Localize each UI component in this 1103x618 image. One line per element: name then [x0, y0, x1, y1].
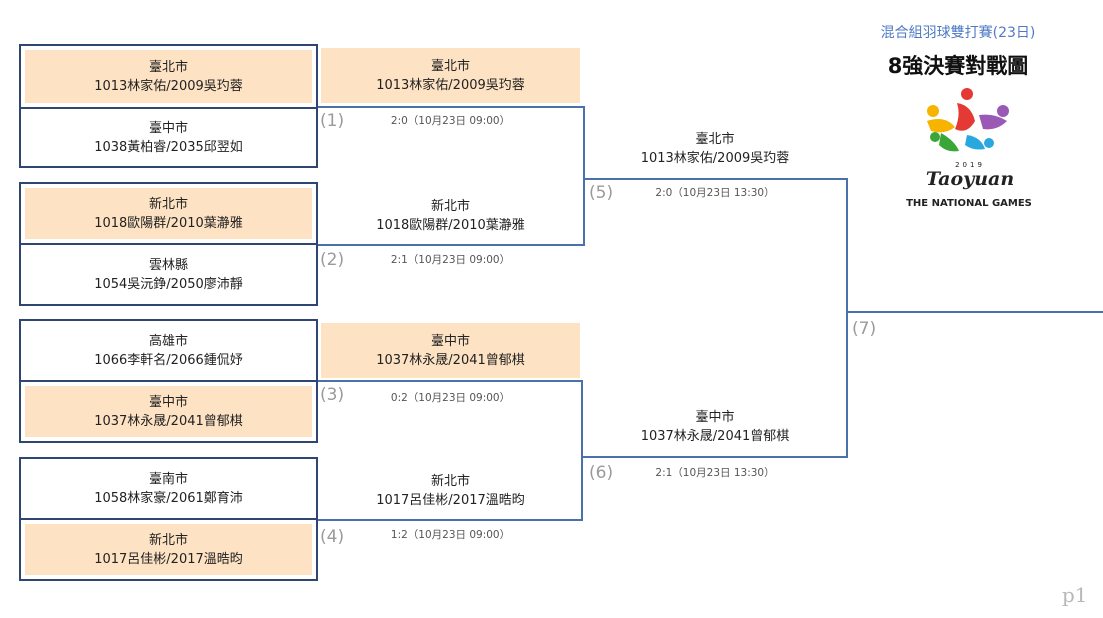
match-number: (5): [589, 183, 614, 203]
page-number: p1: [1062, 583, 1088, 607]
bracket-line: [318, 519, 582, 521]
bracket-line: [318, 244, 584, 246]
team-box-3: 新北市 1018歐陽群/2010葉瀞雅: [19, 182, 318, 245]
team-box-8: 新北市 1017呂佳彬/2017溫晧昀: [19, 518, 318, 581]
team-city: 新北市: [430, 474, 470, 489]
team-city: 臺中市: [148, 120, 188, 136]
team-city: 臺北市: [695, 132, 735, 147]
bracket-line: [581, 380, 583, 521]
event-subtitle: 混合組羽球雙打賽(23日): [880, 25, 1036, 41]
match-score: 1:2（10月23日 09:00）: [390, 529, 511, 541]
team-players: 1037林永晟/2041曾郁棋: [640, 429, 790, 444]
match-score: 2:0（10月23日 13:30）: [655, 187, 775, 199]
team-players: 1037林永晟/2041曾郁棋: [376, 353, 525, 368]
team-players: 1038黃柏睿/2035邱翌如: [94, 139, 243, 155]
team-players: 1054吳沅錚/2050廖沛靜: [94, 276, 243, 292]
round2-entry-1: 臺北市 1013林家佑/2009吳玓蓉: [321, 48, 580, 103]
team-city: 臺北市: [430, 59, 470, 74]
logo-wordmark: Taoyuan: [926, 168, 1014, 190]
team-city: 雲林縣: [148, 257, 188, 273]
bracket-line: [846, 311, 1103, 313]
team-city: 臺中市: [430, 334, 470, 349]
team-box-1: 臺北市 1013林家佑/2009吳玓蓉: [19, 44, 318, 109]
bracket-line: [582, 456, 847, 458]
round2-entry-4: 新北市 1017呂佳彬/2017溫晧昀: [321, 472, 580, 510]
semi-entry-1: 臺北市 1013林家佑/2009吳玓蓉: [586, 130, 844, 168]
team-city: 臺南市: [148, 471, 188, 487]
team-box-2: 臺中市 1038黃柏睿/2035邱翌如: [19, 107, 318, 168]
team-players: 1013林家佑/2009吳玓蓉: [640, 151, 790, 166]
match-number: (2): [320, 250, 345, 270]
bracket-line: [318, 106, 584, 108]
team-city: 臺中市: [148, 394, 188, 410]
team-players: 1013林家佑/2009吳玓蓉: [94, 78, 243, 94]
bracket-line: [846, 178, 848, 458]
match-score: 2:0（10月23日 09:00）: [390, 115, 511, 127]
match-score: 2:1（10月23日 13:30）: [655, 467, 775, 479]
team-city: 臺中市: [695, 410, 735, 425]
match-number: (6): [589, 463, 614, 483]
team-city: 新北市: [430, 199, 470, 214]
match-number: (3): [320, 385, 345, 405]
team-city: 新北市: [148, 532, 188, 548]
match-score: 0:2（10月23日 09:00）: [390, 392, 511, 404]
logo-tagline: THE NATIONAL GAMES: [906, 198, 1032, 209]
match-score: 2:1（10月23日 09:00）: [390, 254, 511, 266]
team-box-6: 臺中市 1037林永晟/2041曾郁棋: [19, 380, 318, 443]
bracket-line: [583, 106, 585, 246]
bracket-line: [318, 380, 582, 382]
team-players: 1058林家豪/2061鄭育沛: [94, 490, 243, 506]
team-box-5: 高雄市 1066李軒名/2066鍾侃妤: [19, 319, 318, 382]
team-players: 1018歐陽群/2010葉瀞雅: [376, 218, 525, 233]
team-box-7: 臺南市 1058林家豪/2061鄭育沛: [19, 457, 318, 520]
team-city: 臺北市: [148, 59, 188, 75]
bracket-line: [584, 178, 847, 180]
team-players: 1017呂佳彬/2017溫晧昀: [376, 493, 525, 508]
team-players: 1018歐陽群/2010葉瀞雅: [94, 215, 243, 231]
semi-entry-2: 臺中市 1037林永晟/2041曾郁棋: [586, 408, 844, 446]
match-number: (7): [852, 319, 877, 339]
taoyuan-national-games-logo: 2019 Taoyuan: [926, 88, 1014, 190]
team-city: 高雄市: [148, 333, 188, 349]
logo-year: 2019: [955, 161, 985, 169]
bracket-title: 8強決賽對戰圖: [887, 54, 1029, 78]
match-number: (4): [320, 527, 345, 547]
team-players: 1037林永晟/2041曾郁棋: [94, 413, 243, 429]
match-number: (1): [320, 111, 345, 131]
team-players: 1017呂佳彬/2017溫晧昀: [94, 551, 243, 567]
team-box-4: 雲林縣 1054吳沅錚/2050廖沛靜: [19, 243, 318, 306]
round2-entry-2: 新北市 1018歐陽群/2010葉瀞雅: [321, 197, 580, 235]
team-city: 新北市: [148, 196, 188, 212]
team-players: 1013林家佑/2009吳玓蓉: [376, 78, 525, 93]
round2-entry-3: 臺中市 1037林永晟/2041曾郁棋: [321, 323, 580, 378]
team-players: 1066李軒名/2066鍾侃妤: [94, 352, 243, 368]
